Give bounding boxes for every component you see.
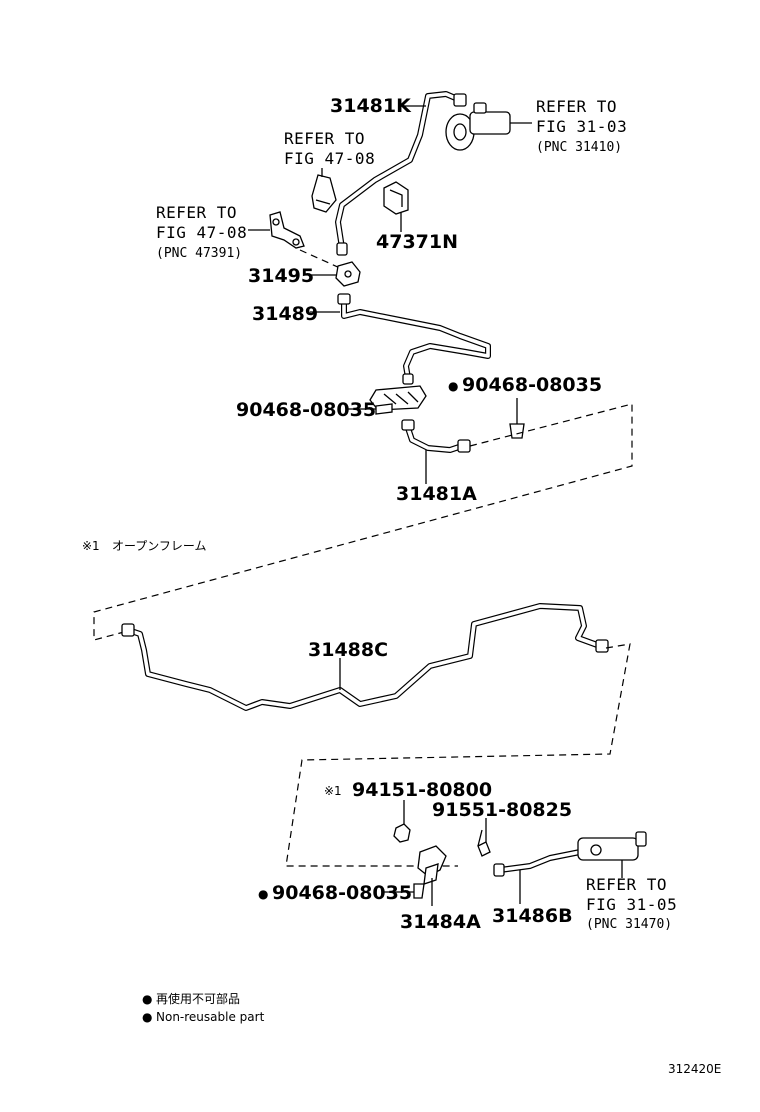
legend-en-text: Non-reusable part: [156, 1010, 265, 1024]
ref-1-line1: REFER TO: [536, 97, 617, 116]
ref-3-pnc: (PNC 47391): [156, 246, 242, 261]
pipe-31488c[interactable]: [121, 603, 609, 711]
ref-1-pnc: (PNC 31410): [536, 140, 622, 155]
non-reusable-bullet-1: ●: [448, 379, 458, 393]
bracket-pnc-47391[interactable]: [248, 211, 305, 249]
ref-2-line2: FIG 47-08: [284, 149, 375, 168]
non-reusable-bullet-2: ●: [258, 887, 268, 901]
clip-90468-08035-right[interactable]: [509, 398, 525, 439]
label-90468-08035-left: 90468-08035: [236, 399, 376, 421]
pipe-31489[interactable]: [310, 293, 491, 385]
label-31489: 31489: [252, 303, 318, 325]
label-90468-08035-right: 90468-08035: [462, 374, 602, 396]
note-mark-2: ※1: [324, 784, 342, 798]
clamp-47371n[interactable]: [383, 181, 409, 232]
bracket-31495[interactable]: [304, 261, 361, 287]
label-94151-80800: 94151-80800: [352, 779, 492, 801]
ref-1-line2: FIG 31-03: [536, 117, 627, 136]
label-47371n: 47371N: [376, 231, 458, 253]
master-cylinder-part[interactable]: [445, 102, 532, 151]
label-31481k: 31481K: [330, 95, 412, 117]
label-90468-08035-lower: 90468-08035: [272, 882, 412, 904]
ref-2-line1: REFER TO: [284, 129, 365, 148]
nut-94151-80800[interactable]: [393, 800, 411, 843]
bracket-31484a[interactable]: [417, 845, 447, 906]
bracket-90468-08035-left[interactable]: [346, 385, 427, 415]
hose-31486b[interactable]: [493, 849, 583, 904]
label-31486b: 31486B: [492, 905, 573, 927]
legend-bullet-en: ●: [142, 1010, 152, 1024]
clip-90468-08035-lower[interactable]: [384, 883, 425, 899]
clip-fig-47-08[interactable]: [311, 168, 337, 213]
ref-4-pnc: (PNC 31470): [586, 917, 672, 932]
release-cylinder-part[interactable]: [577, 831, 647, 878]
label-91551-80825: 91551-80825: [432, 799, 572, 821]
legend-bullet-jp: ●: [142, 992, 152, 1006]
label-31488c: 31488C: [308, 639, 388, 661]
pipe-31481k[interactable]: [335, 91, 467, 256]
label-31495: 31495: [248, 265, 314, 287]
label-31481a: 31481A: [396, 483, 477, 505]
note-open-frame: オープンフレーム: [112, 539, 207, 553]
ref-4-line1: REFER TO: [586, 875, 667, 894]
ref-3-line2: FIG 47-08: [156, 223, 247, 242]
bolt-91551-80825[interactable]: [477, 818, 491, 857]
label-31484a: 31484A: [400, 911, 481, 933]
figure-id: 312420E: [668, 1062, 721, 1076]
hose-31481a[interactable]: [401, 419, 471, 484]
ref-3-line1: REFER TO: [156, 203, 237, 222]
ref-4-line2: FIG 31-05: [586, 895, 677, 914]
note-mark-1: ※1: [82, 539, 100, 553]
legend-jp-text: 再使用不可部品: [156, 991, 240, 1006]
